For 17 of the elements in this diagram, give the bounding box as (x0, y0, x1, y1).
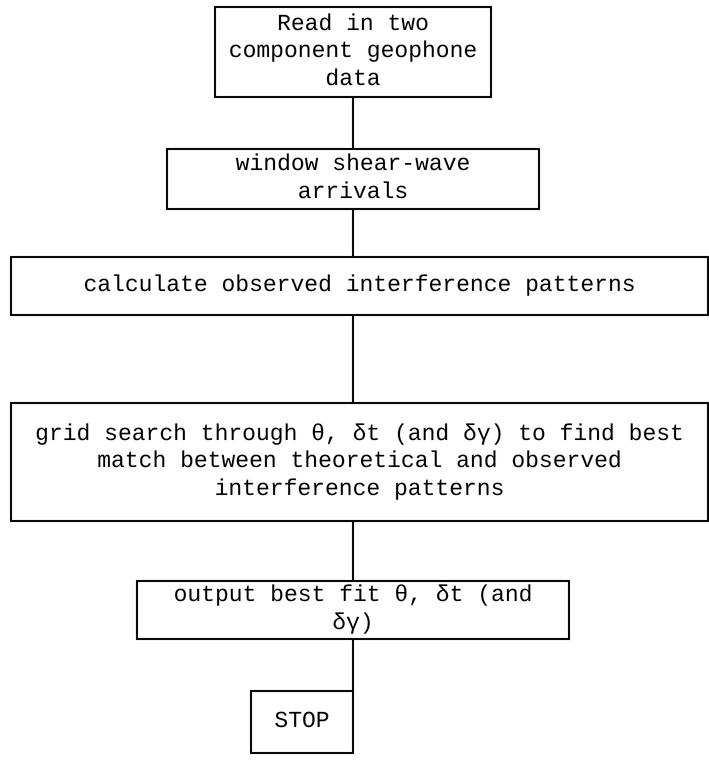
box-text: output best fit θ, δt (and δγ) (172, 582, 534, 638)
box-text: grid search through θ, δt (and δγ) to find best match between theoretical and observed interference patterns (34, 420, 685, 504)
process-box (10, 256, 709, 316)
connector-line (352, 640, 354, 690)
box-text: STOP (274, 708, 330, 736)
process-box (214, 6, 492, 98)
connector-line (352, 98, 354, 148)
box-text: calculate observed interference patterns (83, 272, 636, 300)
box-text: window shear-wave arrivals (234, 151, 472, 207)
connector-line (352, 316, 354, 402)
process-box (166, 148, 540, 210)
connector-line (352, 522, 354, 580)
process-box (136, 580, 570, 640)
process-box (250, 690, 354, 754)
process-box (10, 402, 709, 522)
connector-line (352, 210, 354, 256)
box-text: Read in two component geophone data (228, 10, 478, 94)
